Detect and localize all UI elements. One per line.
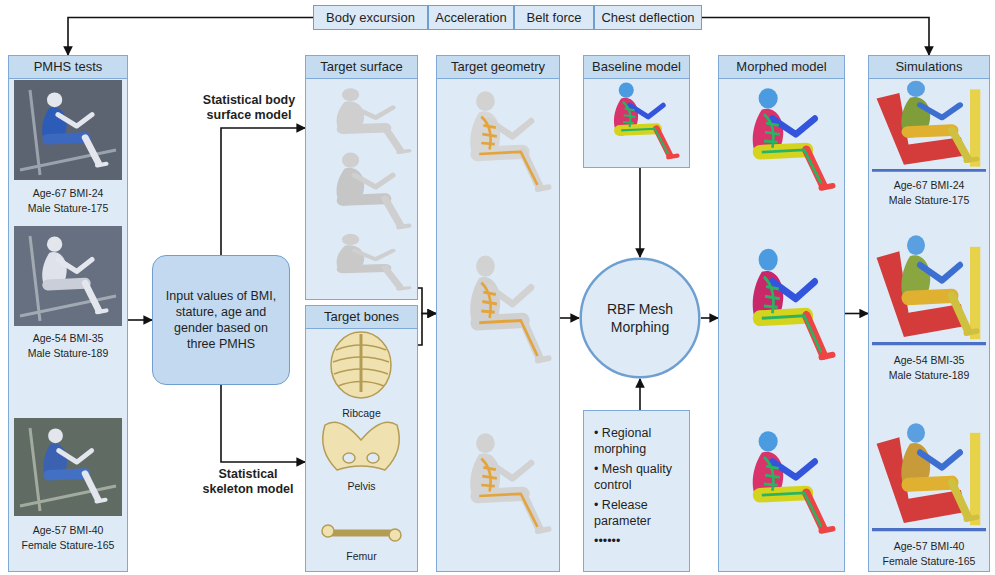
caption-slot: Male Stature-189 bbox=[869, 368, 989, 382]
process-text: RBF Mesh Morphing bbox=[598, 300, 682, 336]
caption-slot: Age-67 BMI-24 bbox=[9, 186, 127, 200]
panel-heading: Target geometry bbox=[437, 56, 559, 79]
circle-shape bbox=[581, 259, 700, 378]
panel-fills bbox=[8, 55, 990, 572]
caption-text: Age-57 BMI-40 bbox=[869, 539, 989, 553]
panel-heading: Baseline model bbox=[584, 56, 689, 79]
stage-panel: Morphed model bbox=[718, 55, 845, 572]
baseline-model-figure bbox=[614, 83, 677, 158]
measure-name: Chest deflection bbox=[601, 10, 694, 25]
caption-slot: Ribcage bbox=[306, 406, 417, 420]
stage-panel: PMHS testsAge-67 BMI-24Male Stature-175A… bbox=[8, 55, 128, 572]
target-bones-figures bbox=[322, 332, 401, 541]
panel-heading: PMHS tests bbox=[9, 56, 127, 79]
caption-text: Female Stature-165 bbox=[869, 554, 989, 568]
caption-slot: Femur bbox=[306, 549, 417, 563]
input-box: Input values of BMI, stature, age and ge… bbox=[152, 255, 290, 385]
caption-text: Male Stature-175 bbox=[9, 201, 127, 215]
model-label: Statistical body surface model bbox=[194, 93, 304, 123]
measure-name: Acceleration bbox=[435, 10, 507, 25]
bullet-item: • Regional morphing bbox=[594, 425, 681, 457]
caption-text: Age-67 BMI-24 bbox=[869, 178, 989, 192]
panel-heading: Target bones bbox=[306, 306, 417, 329]
bullet-item: • Release parameter bbox=[594, 497, 681, 529]
caption-slot: Age-57 BMI-40 bbox=[9, 523, 127, 537]
flow-arrow bbox=[68, 18, 313, 56]
morphed-model-figures bbox=[753, 88, 833, 531]
flow-arrow bbox=[701, 317, 718, 319]
option-list-box: • Regional morphing • Mesh quality contro… bbox=[583, 410, 690, 572]
caption-slot: Age-54 BMI-35 bbox=[9, 331, 127, 345]
caption-slot: Age-67 BMI-24 bbox=[869, 178, 989, 192]
caption-slot: Female Stature-165 bbox=[869, 554, 989, 568]
measure-name: Belt force bbox=[527, 10, 582, 25]
caption-slot: Male Stature-175 bbox=[9, 201, 127, 215]
pmhs-photos bbox=[14, 80, 122, 516]
stage-panel: Target surface bbox=[305, 55, 418, 300]
simulation-figures bbox=[872, 81, 986, 530]
caption-slot: Age-54 BMI-35 bbox=[869, 353, 989, 367]
flow-arrow bbox=[702, 18, 929, 56]
panel-heading: Morphed model bbox=[719, 56, 844, 79]
stage-panel: Baseline model bbox=[583, 55, 690, 168]
panel-heading: Simulations bbox=[869, 56, 989, 79]
flow-arrow bbox=[639, 168, 641, 257]
circle-outline bbox=[579, 257, 701, 379]
target-surface-figures bbox=[337, 88, 410, 289]
caption-text: Age-54 BMI-35 bbox=[9, 331, 127, 345]
measure-box: Acceleration bbox=[428, 5, 514, 30]
caption-text: Male Stature-189 bbox=[9, 346, 127, 360]
caption-text: Age-67 BMI-24 bbox=[9, 186, 127, 200]
flow-arrow bbox=[221, 128, 305, 255]
flow-arrow bbox=[845, 313, 868, 315]
caption-text: Male Stature-189 bbox=[869, 368, 989, 382]
flow-arrow bbox=[128, 319, 152, 321]
stage-panel: Target geometry bbox=[436, 55, 560, 572]
caption-slot: Female Stature-165 bbox=[9, 538, 127, 552]
measure-box: Chest deflection bbox=[594, 5, 702, 30]
flow-arrow bbox=[560, 317, 579, 319]
panel-heading: Target surface bbox=[306, 56, 417, 79]
caption-slot: Pelvis bbox=[306, 479, 417, 493]
measure-name: Body excursion bbox=[326, 10, 415, 25]
caption-text: Ribcage bbox=[306, 406, 417, 420]
stage-panel: SimulationsAge-67 BMI-24Male Stature-175… bbox=[868, 55, 990, 572]
caption-text: Male Stature-175 bbox=[869, 193, 989, 207]
process-circle: RBF Mesh Morphing bbox=[579, 257, 701, 379]
stage-panel: Target bonesRibcagePelvisFemur bbox=[305, 305, 418, 572]
caption-text: Femur bbox=[306, 549, 417, 563]
caption-slot: Male Stature-189 bbox=[9, 346, 127, 360]
caption-slot: Male Stature-175 bbox=[869, 193, 989, 207]
flow-arrow bbox=[639, 379, 641, 410]
bullet-item: • Mesh quality control bbox=[594, 461, 681, 493]
flow-arrow bbox=[221, 385, 305, 462]
flow-arrow bbox=[418, 288, 436, 314]
model-label: Statistical skeleton model bbox=[196, 467, 300, 497]
caption-slot: Age-57 BMI-40 bbox=[869, 539, 989, 553]
caption-text: Age-57 BMI-40 bbox=[9, 523, 127, 537]
bullet-item: •••••• bbox=[594, 533, 681, 549]
caption-text: Pelvis bbox=[306, 479, 417, 493]
caption-text: Age-54 BMI-35 bbox=[869, 353, 989, 367]
caption-text: Female Stature-165 bbox=[9, 538, 127, 552]
box-text: Input values of BMI, stature, age and ge… bbox=[163, 288, 279, 352]
measure-box: Body excursion bbox=[313, 5, 428, 30]
flow-arrow bbox=[418, 314, 436, 346]
target-geometry-figures bbox=[470, 91, 549, 531]
measure-box: Belt force bbox=[514, 5, 594, 30]
